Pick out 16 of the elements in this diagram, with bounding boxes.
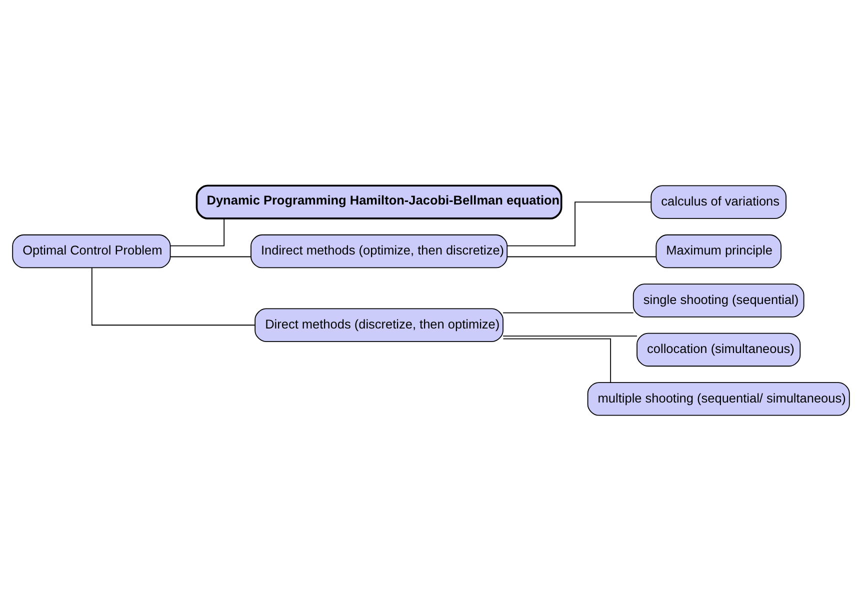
node-box: multiple shooting (sequential/ simultaneous)	[587, 382, 850, 416]
node-box: single shooting (sequential)	[632, 284, 804, 318]
connector	[91, 268, 256, 326]
node-box: Direct methods (discretize, then optimize)	[254, 308, 504, 342]
connector	[170, 256, 252, 258]
node-box: calculus of variations	[650, 185, 786, 219]
node-box: Dynamic Programming Hamilton-Jacobi-Bellman equation	[196, 184, 562, 220]
connector	[170, 218, 225, 246]
connector	[502, 312, 634, 314]
connector	[506, 202, 652, 246]
node-box: Indirect methods (optimize, then discretize)	[250, 234, 508, 268]
node-box: Maximum principle	[656, 234, 782, 268]
node-box: Optimal Control Problem	[12, 234, 171, 268]
node-box: collocation (simultaneous)	[636, 332, 801, 367]
connector	[506, 256, 656, 258]
connector	[502, 338, 612, 383]
